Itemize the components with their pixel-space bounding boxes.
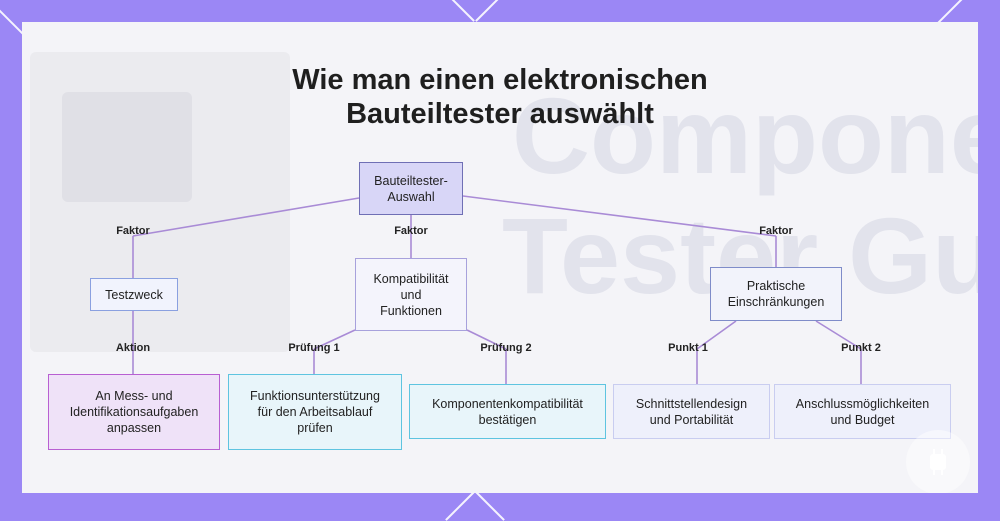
node-anpassen-line-3: anpassen	[106, 421, 162, 435]
node-root-line-2: Auswahl	[387, 189, 435, 204]
background-text-line1: Compone	[512, 75, 978, 196]
edge-label-pruefung-2: Prüfung 2	[480, 342, 532, 354]
background-photo: Compone Tester Gu	[22, 22, 978, 493]
node-praktisch-line-2: Einschränkungen	[727, 295, 825, 309]
node-anschluss-line-2: und Budget	[830, 412, 895, 427]
edge-label-punkt-1: Punkt 1	[668, 342, 708, 354]
edge-label-pruefung-1: Prüfung 1	[288, 342, 340, 354]
frame-diagonal-bm2	[475, 491, 505, 521]
link-kompat-funktion	[313, 329, 356, 350]
node-anschluss: Anschlussmöglichkeiten und Budget	[774, 384, 951, 439]
background-device-screen	[62, 92, 192, 202]
connector-lines	[132, 195, 862, 384]
edge-label-faktor-3: Faktor	[759, 225, 793, 237]
node-anpassen: An Mess- und Identifikationsaufgaben anp…	[48, 374, 220, 450]
node-kompatibilitaet: Kompatibilität und Funktionen	[355, 258, 467, 331]
title-line-2: Bauteiltester auswählt	[346, 98, 654, 130]
frame-diagonal-tm2	[475, 0, 505, 22]
link-praktisch-anschluss	[815, 320, 862, 350]
edge-label-faktor-2: Faktor	[394, 225, 428, 237]
node-anschluss-line-1: Anschlussmöglichkeiten	[795, 396, 930, 411]
link-praktisch-schnitt	[696, 320, 737, 350]
node-kompat-line-3: Funktionen	[380, 303, 442, 318]
edge-label-aktion: Aktion	[115, 342, 151, 354]
node-komponenten: Komponentenkompatibilität bestätigen	[409, 384, 606, 439]
node-funktion-line-3: prüfen	[297, 421, 333, 435]
node-schnittstelle-line-1: Schnittstellendesign	[635, 396, 748, 411]
node-funktion-line-1: Funktionsunterstützung	[250, 389, 380, 403]
chip-icon	[906, 430, 970, 493]
node-root-line-1: Bauteiltester-	[374, 173, 448, 188]
node-komponenten-line-2: bestätigen	[478, 412, 537, 427]
frame-diagonal-bm	[445, 491, 475, 521]
node-testzweck-label: Testzweck	[105, 287, 163, 302]
node-kompat-line-1: Kompatibilität	[373, 271, 449, 286]
node-praktisch-line-1: Praktische	[746, 279, 806, 293]
link-root-testzweck	[132, 197, 360, 237]
node-testzweck: Testzweck	[90, 278, 178, 311]
title-line-1: Wie man einen elektronischen	[292, 64, 708, 96]
link-root-praktisch	[462, 195, 777, 237]
diagram-card: Compone Tester Gu Wie man einen elektron…	[22, 22, 978, 493]
node-schnittstelle: Schnittstellendesign und Portabilität	[613, 384, 770, 439]
node-anpassen-line-1: An Mess- und	[95, 389, 173, 403]
node-funktion: Funktionsunterstützung für den Arbeitsab…	[228, 374, 402, 450]
page-title: Wie man einen elektronischen Bauteiltest…	[22, 63, 978, 131]
link-kompat-komponenten	[466, 329, 507, 350]
node-kompat-line-2: und	[400, 287, 422, 302]
edge-label-punkt-2: Punkt 2	[841, 342, 881, 354]
node-schnittstelle-line-2: und Portabilität	[649, 412, 734, 427]
node-komponenten-line-1: Komponentenkompatibilität	[432, 396, 583, 411]
node-anpassen-line-2: Identifikationsaufgaben	[69, 405, 199, 419]
edge-label-faktor-1: Faktor	[116, 225, 150, 237]
frame-diagonal-tm	[445, 0, 475, 22]
node-funktion-line-2: für den Arbeitsablauf	[257, 405, 373, 419]
node-praktisch: Praktische Einschränkungen	[710, 267, 842, 321]
node-root: Bauteiltester- Auswahl	[359, 162, 463, 215]
chip-icon-glyph	[930, 449, 946, 475]
